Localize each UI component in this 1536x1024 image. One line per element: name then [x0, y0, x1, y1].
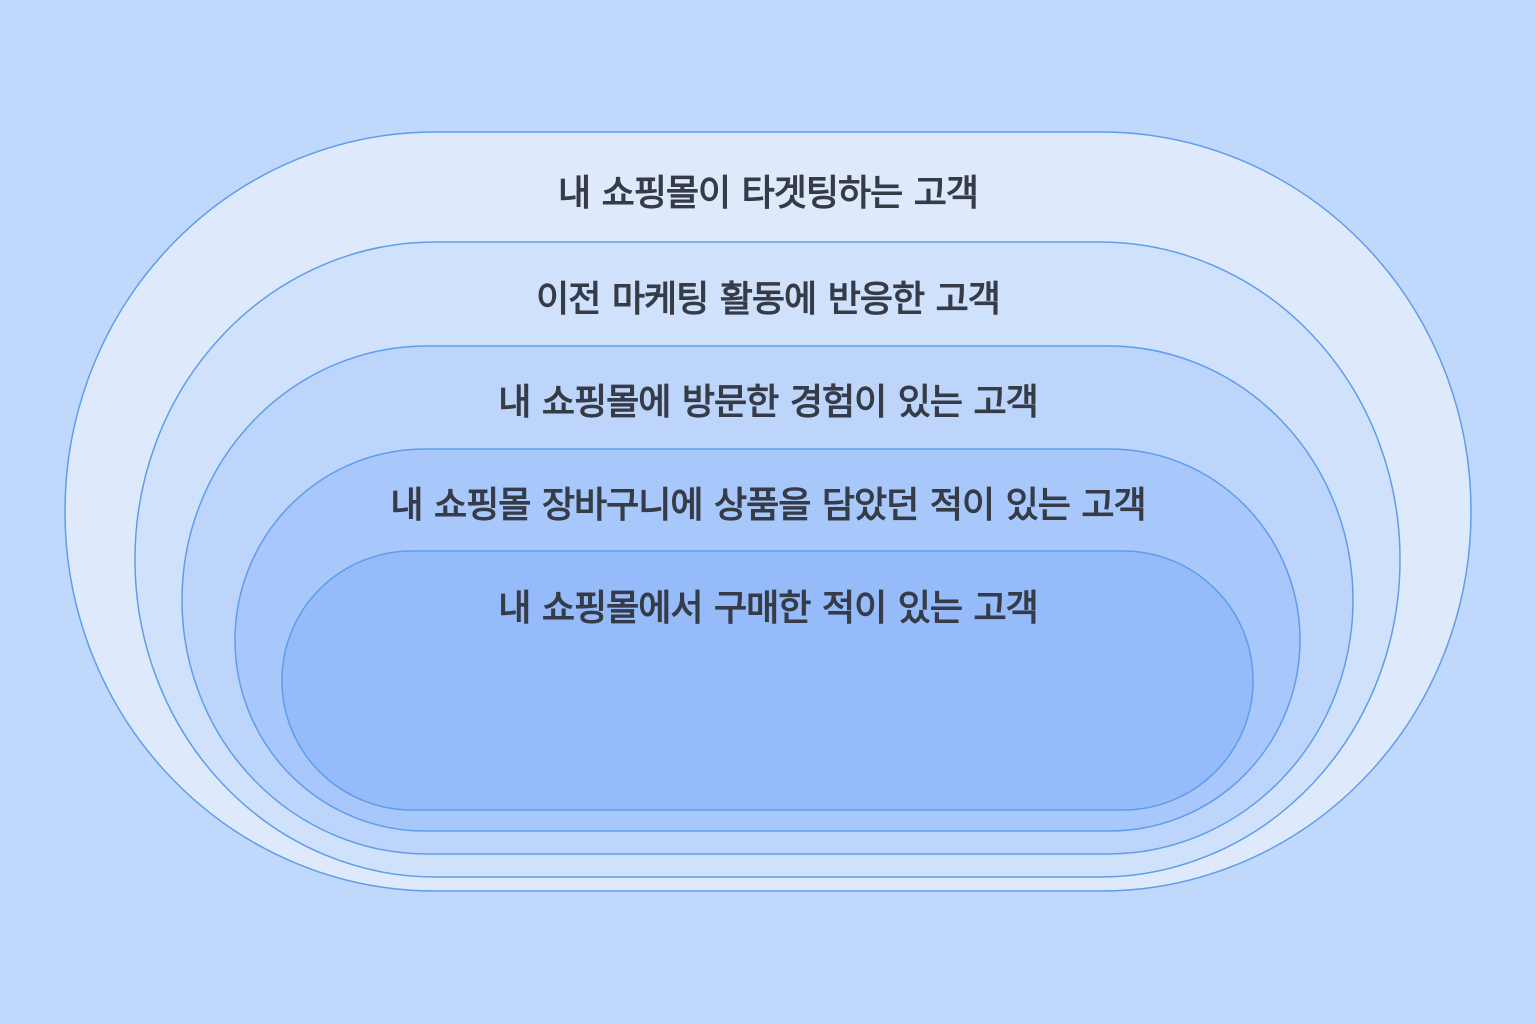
layer-2-label: 이전 마케팅 활동에 반응한 고객 — [536, 279, 1000, 320]
layer-5-purchased — [281, 550, 1254, 811]
layer-5-label: 내 쇼핑몰에서 구매한 적이 있는 고객 — [498, 588, 1037, 629]
layer-1-label: 내 쇼핑몰이 타겟팅하는 고객 — [558, 173, 978, 214]
layer-4-label: 내 쇼핑몰 장바구니에 상품을 담았던 적이 있는 고객 — [390, 485, 1145, 526]
layer-3-label: 내 쇼핑몰에 방문한 경험이 있는 고객 — [498, 382, 1037, 423]
